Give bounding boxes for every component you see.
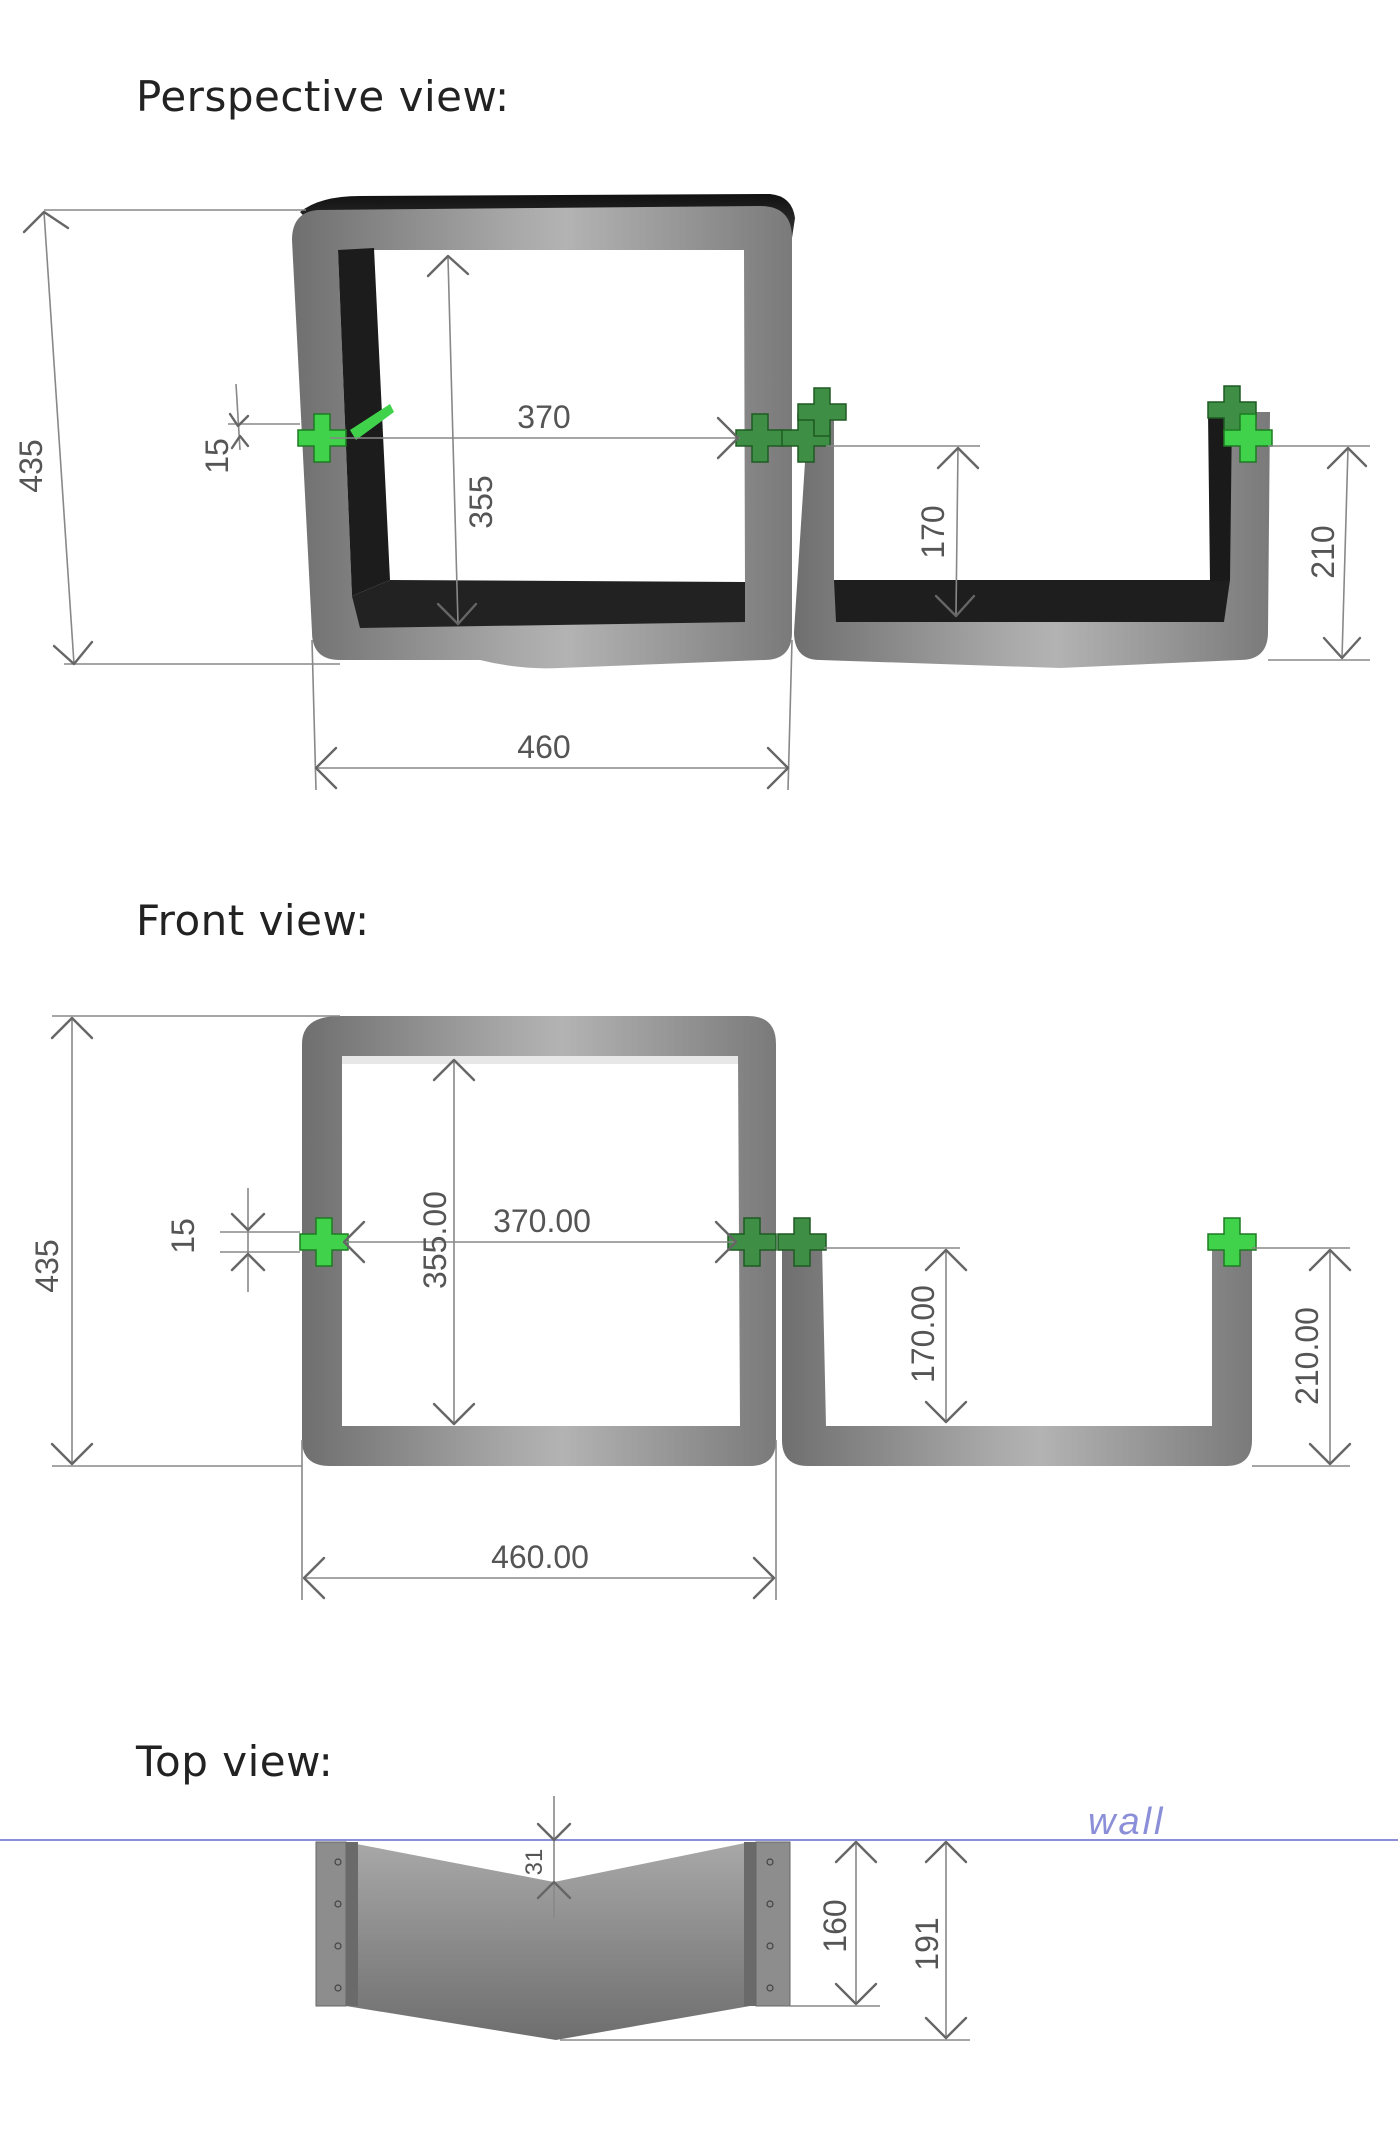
top-view-shelf [346,1842,750,2040]
top-view-screw-holes [334,1858,774,1992]
perspective-dim-height: 435 [13,209,340,666]
perspective-open-tray-inner-right [1208,412,1232,582]
perspective-dim-outer-width-label: 460 [517,729,570,765]
perspective-dim-outer-width: 460 [311,639,793,791]
perspective-dim-thickness: 15 [199,383,300,474]
perspective-connector-rod [350,404,394,440]
top-dim-notch-label: 31 [521,1849,548,1876]
perspective-dim-thickness-label: 15 [199,438,235,474]
front-dim-open-inner-height-label: 170.00 [905,1285,941,1383]
front-open-tray [782,1244,1252,1466]
top-dim-depth-inner: 160 [790,1840,880,2007]
top-view-left-end-strip [346,1842,358,2006]
front-closed-box-top-highlight [342,1056,738,1064]
perspective-dim-open-inner-height: 170 [826,445,980,618]
front-dim-open-height: 210.00 [1252,1247,1352,1467]
front-dim-outer-width: 460.00 [301,1440,777,1600]
wall-label: wall [1088,1801,1165,1843]
perspective-connector-mid-a [735,413,785,463]
perspective-dim-inner-height: 355 [426,254,499,626]
perspective-dim-height-label: 435 [13,439,49,492]
perspective-open-tray [794,412,1270,668]
perspective-dim-inner-width: 370 [330,399,740,460]
perspective-dim-inner-height-label: 355 [463,475,499,528]
perspective-connector-right-b [1223,413,1273,463]
top-dim-notch: 31 [521,1796,572,1918]
perspective-dim-open-height: 210 [1268,445,1370,661]
front-connector-mid-b [777,1217,827,1267]
front-dim-inner-height-label: 355.00 [417,1191,453,1289]
perspective-closed-box-inner-bottom [352,580,745,628]
perspective-dim-open-height-label: 210 [1305,525,1341,578]
top-view-right-end-plate [755,1841,791,2007]
front-view: 435 15 370.00 355.00 [29,1015,1352,1600]
top-view-right-end-strip [744,1842,756,2006]
front-dim-height-label: 435 [29,1239,65,1292]
top-dim-depth-outer: 191 [560,1840,970,2041]
front-connector-left [299,1217,349,1267]
perspective-view: 435 15 370 355 170 [13,194,1370,791]
top-view-left-end-plate [315,1841,347,2007]
perspective-connector-left [297,413,347,463]
top-view-heading: Top view: [136,1737,334,1786]
front-dim-inner-width-label: 370.00 [493,1203,591,1239]
perspective-dim-inner-width-label: 370 [517,399,570,435]
front-connector-right [1207,1217,1257,1267]
perspective-open-tray-inner-bottom [834,580,1230,622]
perspective-closed-box [292,206,792,669]
front-dim-open-inner-height: 170.00 [824,1247,968,1424]
front-dim-thickness: 15 [165,1188,300,1292]
front-dim-thickness-label: 15 [165,1218,201,1254]
front-dim-open-height-label: 210.00 [1289,1307,1325,1405]
front-dim-height: 435 [29,1015,340,1467]
top-dim-depth-outer-label: 191 [909,1917,945,1970]
front-dim-inner-width: 370.00 [342,1203,738,1264]
top-dim-depth-inner-label: 160 [817,1899,853,1952]
front-view-heading: Front view: [136,896,370,945]
perspective-connector-mid-c [797,387,847,437]
front-closed-box [302,1016,776,1466]
perspective-dim-open-inner-height-label: 170 [915,505,951,558]
front-dim-inner-height: 355.00 [417,1058,476,1426]
top-view: wall 31 160 [0,1796,1398,2041]
perspective-view-heading: Perspective view: [136,72,510,121]
front-dim-outer-width-label: 460.00 [491,1539,589,1575]
